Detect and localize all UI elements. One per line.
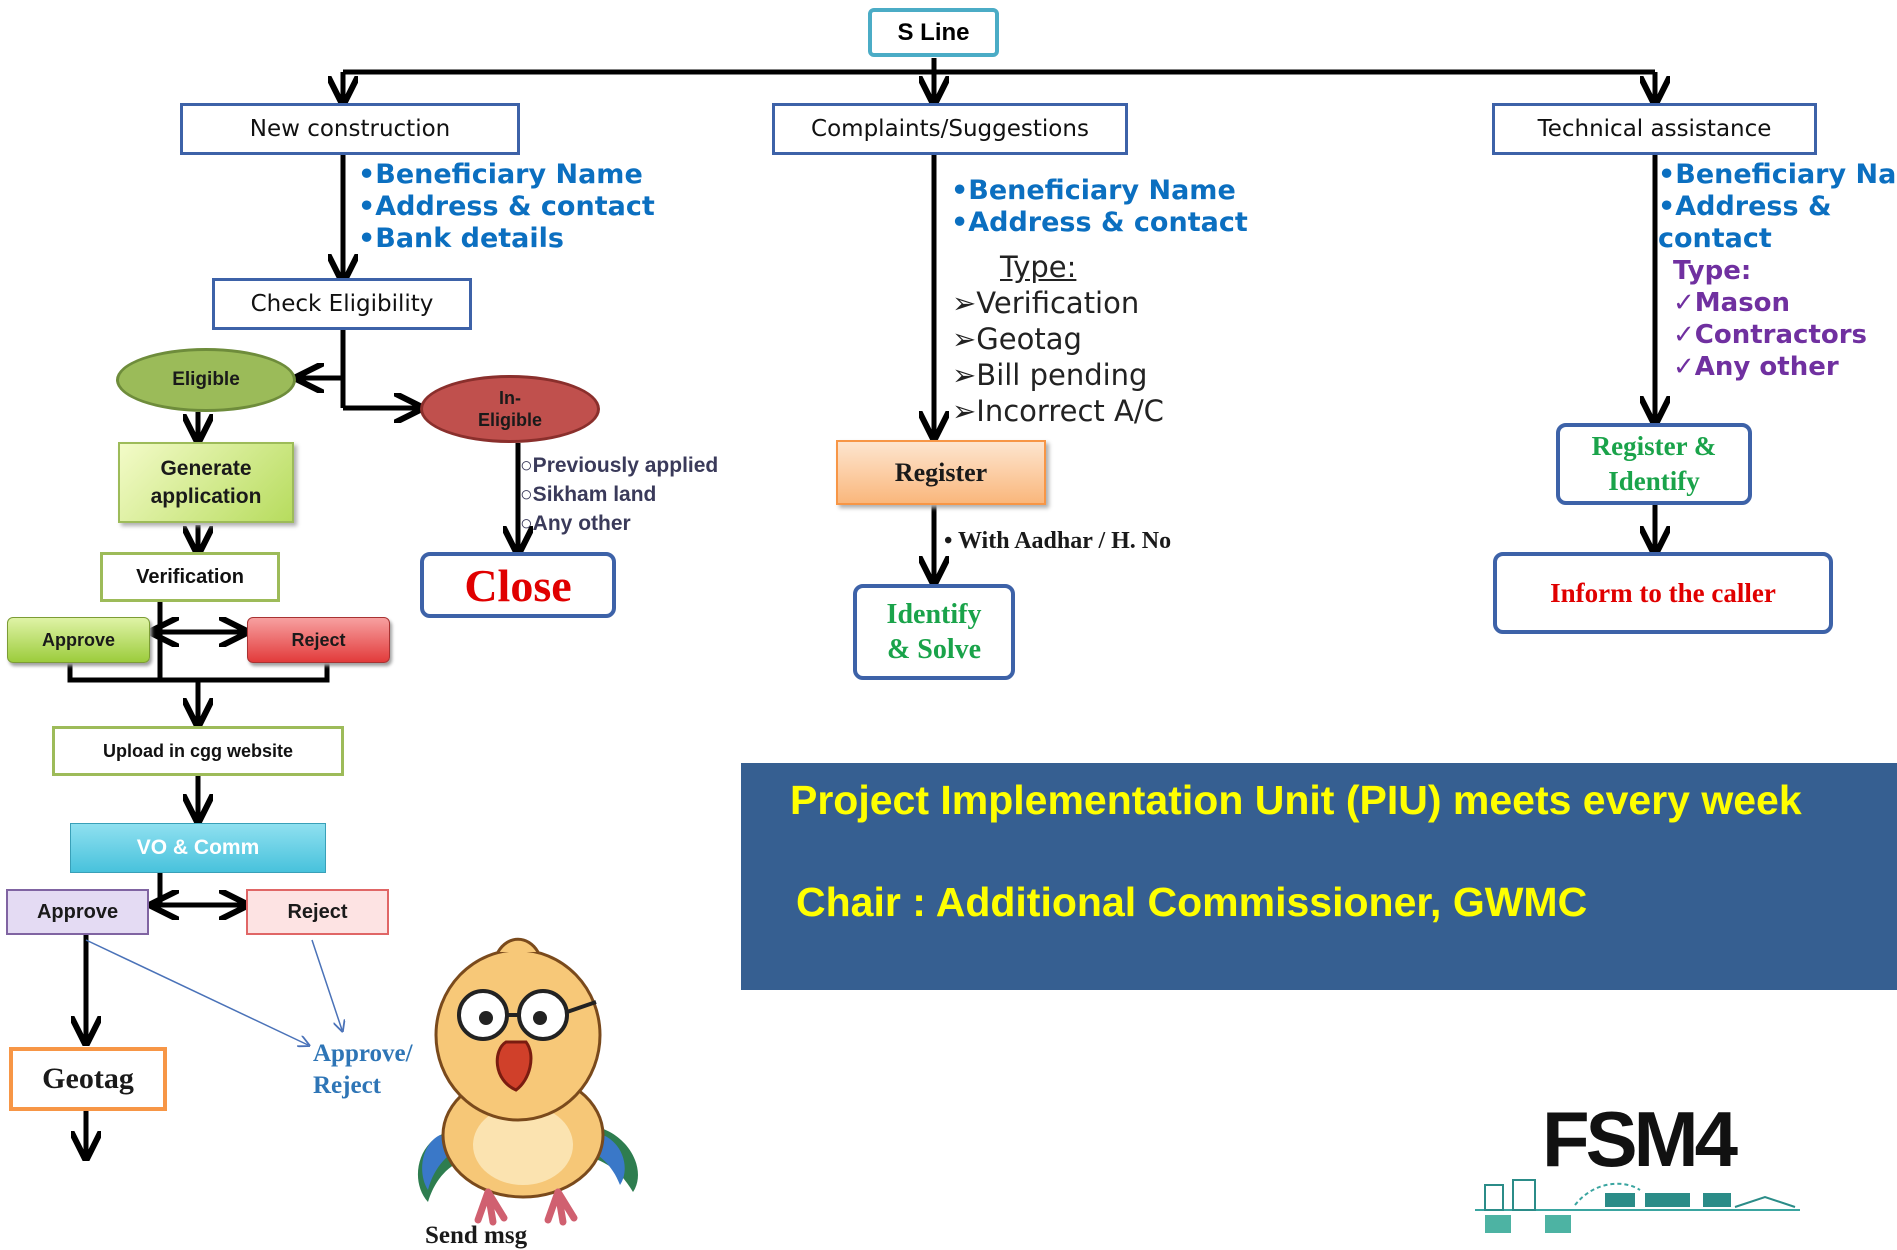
check-eligibility-node: Check Eligibility <box>212 278 472 330</box>
type-item: ➢Verification <box>952 286 1140 320</box>
geotag-node: Geotag <box>9 1047 167 1111</box>
generate-label-line2: application <box>150 484 262 508</box>
generate-application-node: Generate application <box>118 442 294 523</box>
inform-caller-node: Inform to the caller <box>1493 552 1833 634</box>
reason-item: ○Previously applied <box>520 454 719 477</box>
technical-label: Technical assistance <box>1537 116 1772 142</box>
approve-node-1: Approve <box>7 617 150 663</box>
detail-item: contact <box>1658 223 1772 254</box>
sanitation-illustration-icon <box>1475 1179 1800 1233</box>
send-msg-label: Send msg <box>425 1222 528 1249</box>
reason-item: ○Any other <box>520 512 631 535</box>
register-node: Register <box>836 440 1046 505</box>
piu-line-1: Project Implementation Unit (PIU) meets … <box>790 777 1802 823</box>
upload-node: Upload in cgg website <box>52 726 344 776</box>
detail-item: •Beneficiary Name <box>1658 159 1897 190</box>
register-label: Register <box>894 457 988 487</box>
eligible-node: Eligible <box>116 348 296 412</box>
detail-item: •Bank details <box>358 223 564 254</box>
detail-item: •Address & contact <box>358 191 655 222</box>
piu-line-2: Chair : Additional Commissioner, GWMC <box>796 879 1588 925</box>
approve-reject-line2: Reject <box>313 1072 381 1099</box>
bird-mascot-icon <box>417 937 638 1226</box>
vo-comm-node: VO & Comm <box>70 823 326 873</box>
register-identify-line2: Identify <box>1608 466 1700 496</box>
approve-node-2: Approve <box>6 889 149 935</box>
ineligible-node: In- Eligible <box>420 375 600 443</box>
type-item: ➢Bill pending <box>952 358 1148 392</box>
detail-item: •Beneficiary Name <box>951 175 1236 206</box>
detail-item: •Beneficiary Name <box>358 159 643 190</box>
ineligible-label-line1: In- <box>499 388 521 408</box>
approve-reject-result: Approve/ Reject <box>313 1038 413 1102</box>
approve-label-2: Approve <box>36 900 119 923</box>
technical-types: ✓Mason ✓Contractors ✓Any other <box>1673 287 1867 383</box>
aadhar-note: • With Aadhar / H. No <box>944 528 1172 554</box>
verification-node: Verification <box>100 552 280 602</box>
detail-item: •Address & <box>1658 191 1832 222</box>
identify-solve-node: Identify & Solve <box>853 584 1015 680</box>
reject-label-1: Reject <box>291 629 346 650</box>
complaints-types: ➢Verification ➢Geotag ➢Bill pending ➢Inc… <box>952 285 1164 429</box>
technical-details: •Beneficiary Name •Address & contact <box>1658 159 1897 255</box>
reason-item: ○Sikham land <box>520 483 657 506</box>
type-item: ✓Mason <box>1673 288 1791 318</box>
generate-label-line1: Generate <box>160 456 252 480</box>
connector-approve-to-result <box>85 939 308 1045</box>
inform-caller-label: Inform to the caller <box>1550 577 1776 608</box>
upload-label: Upload in cgg website <box>102 740 294 761</box>
register-identify-line1: Register & <box>1591 431 1717 461</box>
connector-reject-to-result <box>311 939 342 1030</box>
s-line-label: S Line <box>897 18 970 46</box>
approve-label-1: Approve <box>41 629 115 650</box>
reject-node-2: Reject <box>246 889 389 935</box>
complaints-node: Complaints/Suggestions <box>772 103 1128 155</box>
close-label: Close <box>464 559 572 611</box>
ineligible-label-line2: Eligible <box>477 410 542 430</box>
complaints-details: •Beneficiary Name •Address & contact <box>951 175 1248 239</box>
new-construction-details: •Beneficiary Name •Address & contact •Ba… <box>358 159 655 255</box>
complaints-label: Complaints/Suggestions <box>811 116 1089 142</box>
identify-label-line2: & Solve <box>886 634 982 665</box>
geotag-label: Geotag <box>42 1062 134 1095</box>
fsm4-logo: FSM4 <box>1465 1100 1810 1240</box>
check-eligibility-label: Check Eligibility <box>250 291 434 317</box>
vo-comm-label: VO & Comm <box>136 836 260 859</box>
identify-label-line1: Identify <box>886 599 982 630</box>
close-node: Close <box>420 552 616 618</box>
reject-label-2: Reject <box>287 900 348 923</box>
register-identify-node: Register & Identify <box>1556 423 1752 505</box>
complaints-type-label: Type: <box>1000 250 1077 284</box>
s-line-node: S Line <box>868 8 999 57</box>
detail-item: •Address & contact <box>951 207 1248 238</box>
technical-node: Technical assistance <box>1492 103 1817 155</box>
verification-label: Verification <box>136 565 244 588</box>
type-item: ➢Incorrect A/C <box>952 394 1164 428</box>
type-item: ✓Any other <box>1673 352 1839 382</box>
piu-info-box: Project Implementation Unit (PIU) meets … <box>741 763 1897 990</box>
eligible-label: Eligible <box>172 369 240 390</box>
new-construction-node: New construction <box>180 103 520 155</box>
technical-type-label: Type: <box>1673 256 1752 286</box>
approve-reject-line1: Approve/ <box>313 1040 413 1067</box>
ineligible-reasons: ○Previously applied ○Sikham land ○Any ot… <box>520 451 718 538</box>
new-construction-label: New construction <box>249 116 451 142</box>
type-item: ➢Geotag <box>952 322 1082 356</box>
type-item: ✓Contractors <box>1673 320 1868 350</box>
reject-node-1: Reject <box>247 617 390 663</box>
fsm4-logo-text: FSM4 <box>1542 1095 1738 1183</box>
connector-merge1 <box>67 663 330 683</box>
